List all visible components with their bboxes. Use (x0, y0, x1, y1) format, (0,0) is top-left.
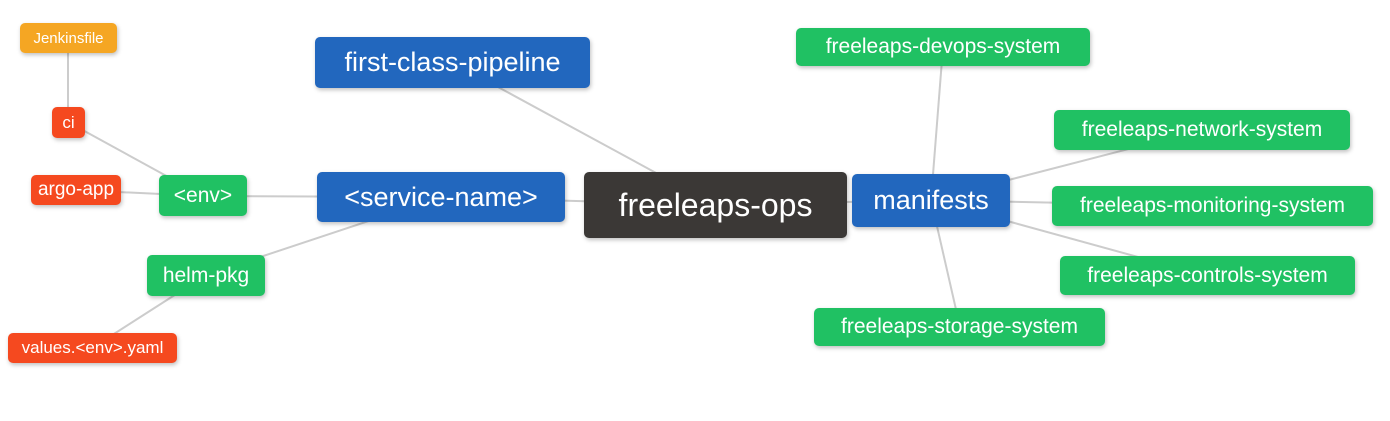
node-freeleaps-network-system-label: freeleaps-network-system (1081, 118, 1323, 141)
node-freeleaps-storage-system[interactable]: freeleaps-storage-system (814, 308, 1105, 346)
node-env[interactable]: <env> (159, 175, 247, 216)
node-freeleaps-controls-system[interactable]: freeleaps-controls-system (1060, 256, 1355, 295)
node-freeleaps-storage-system-label: freeleaps-storage-system (841, 315, 1078, 338)
node-argo-app-label: argo-app (37, 179, 115, 200)
node-freeleaps-monitoring-system-label: freeleaps-monitoring-system (1080, 194, 1345, 217)
node-freeleaps-ops-label: freeleaps-ops (618, 186, 813, 223)
node-ci[interactable]: ci (52, 107, 85, 138)
node-first-class-pipeline[interactable]: first-class-pipeline (315, 37, 590, 88)
node-helm-pkg[interactable]: helm-pkg (147, 255, 265, 296)
node-freeleaps-devops-system-label: freeleaps-devops-system (825, 35, 1061, 58)
node-values-env-yaml-label: values.<env>.yaml (21, 338, 164, 357)
node-freeleaps-controls-system-label: freeleaps-controls-system (1087, 263, 1328, 287)
node-jenkinsfile[interactable]: Jenkinsfile (20, 23, 117, 53)
node-argo-app[interactable]: argo-app (31, 175, 121, 205)
node-env-label: <env> (173, 183, 233, 207)
node-freeleaps-network-system[interactable]: freeleaps-network-system (1054, 110, 1350, 150)
node-jenkinsfile-label: Jenkinsfile (33, 29, 104, 47)
node-values-env-yaml[interactable]: values.<env>.yaml (8, 333, 177, 363)
node-freeleaps-ops-root[interactable]: freeleaps-ops (584, 172, 847, 238)
node-ci-label: ci (62, 112, 75, 132)
node-manifests[interactable]: manifests (852, 174, 1010, 227)
node-freeleaps-monitoring-system[interactable]: freeleaps-monitoring-system (1052, 186, 1373, 226)
node-first-class-pipeline-label: first-class-pipeline (344, 47, 561, 77)
node-service-name-label: <service-name> (344, 181, 538, 212)
node-service-name[interactable]: <service-name> (317, 172, 565, 222)
node-helm-pkg-label: helm-pkg (162, 263, 250, 287)
node-freeleaps-devops-system[interactable]: freeleaps-devops-system (796, 28, 1090, 66)
node-manifests-label: manifests (873, 185, 989, 215)
